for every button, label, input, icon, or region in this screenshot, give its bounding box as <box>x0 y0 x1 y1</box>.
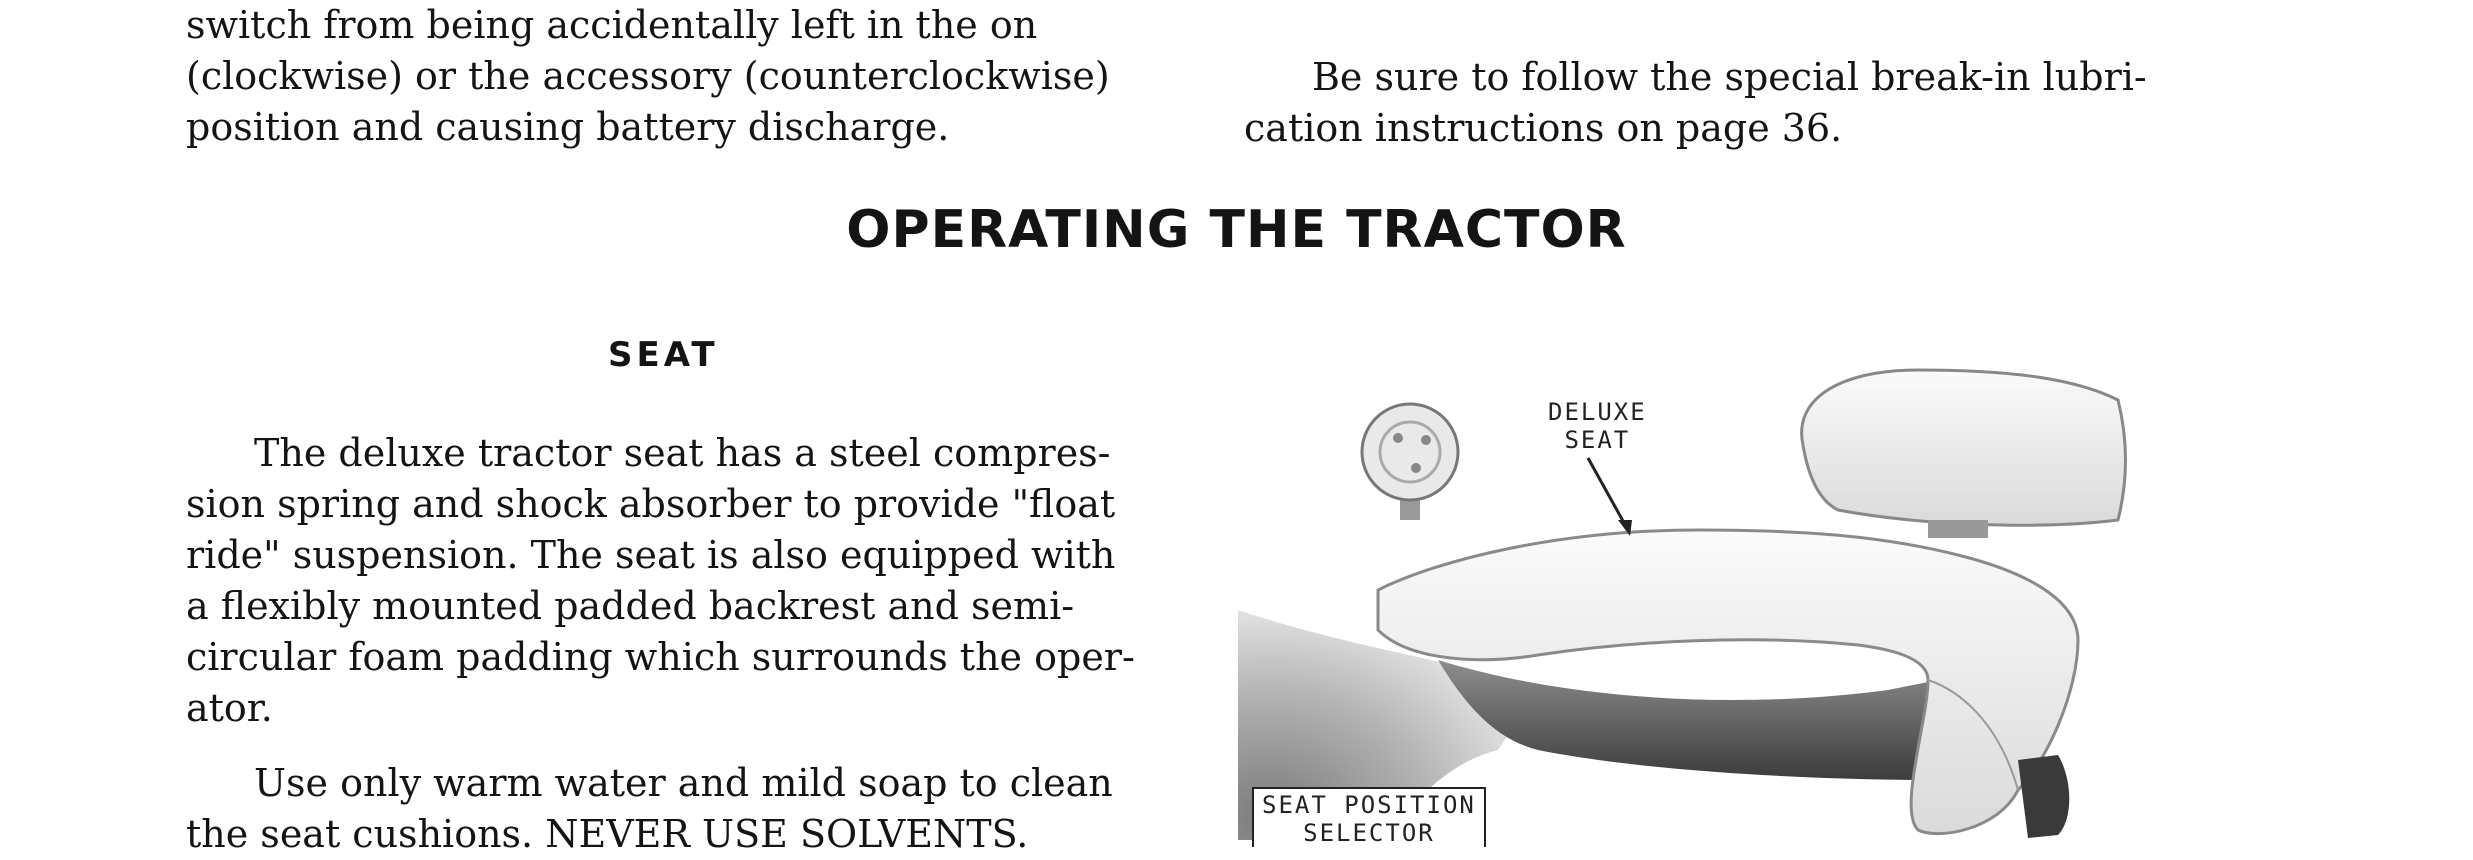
text-line: the seat cushions. NEVER USE SOLVENTS. <box>186 812 1029 856</box>
callout-line: SELECTOR <box>1303 819 1435 847</box>
text-line: a flexibly mounted padded backrest and s… <box>186 584 1075 628</box>
text-line: ride" suspension. The seat is also equip… <box>186 533 1116 577</box>
text-line: sion spring and shock absorber to provid… <box>186 482 1116 526</box>
text-line: circular foam padding which surrounds th… <box>186 635 1135 679</box>
seat-cleaning-paragraph: Use only warm water and mild soap to cle… <box>186 758 1144 860</box>
callout-line: SEAT <box>1564 426 1631 454</box>
text-line: switch from being accidentally left in t… <box>186 3 1038 47</box>
seat-heading: SEAT <box>608 335 719 375</box>
seat-photo <box>1238 368 2127 840</box>
text-line: Use only warm water and mild soap to cle… <box>254 761 1113 805</box>
callout-seat-position-selector: SEAT POSITION SELECTOR <box>1252 787 1486 847</box>
seat-description-paragraph: The deluxe tractor seat has a steel comp… <box>186 428 1144 734</box>
callout-deluxe-seat: DELUXE SEAT <box>1548 398 1647 454</box>
callout-line: SEAT POSITION <box>1262 791 1476 819</box>
gauge-dial <box>1360 402 1460 520</box>
text-line: Be sure to follow the special break-in l… <box>1312 55 2147 99</box>
text-line: cation instructions on page 36. <box>1244 106 1843 150</box>
top-right-paragraph: Be sure to follow the special break-in l… <box>1244 52 2194 154</box>
top-left-paragraph: switch from being accidentally left in t… <box>186 0 1144 153</box>
text-line: (clockwise) or the accessory (counterclo… <box>186 54 1110 98</box>
text-line: position and causing battery discharge. <box>186 105 950 149</box>
section-title: OPERATING THE TRACTOR <box>846 200 1627 260</box>
text-line: The deluxe tractor seat has a steel comp… <box>254 431 1111 475</box>
callout-line: DELUXE <box>1548 398 1647 426</box>
text-line: ator. <box>186 686 273 730</box>
